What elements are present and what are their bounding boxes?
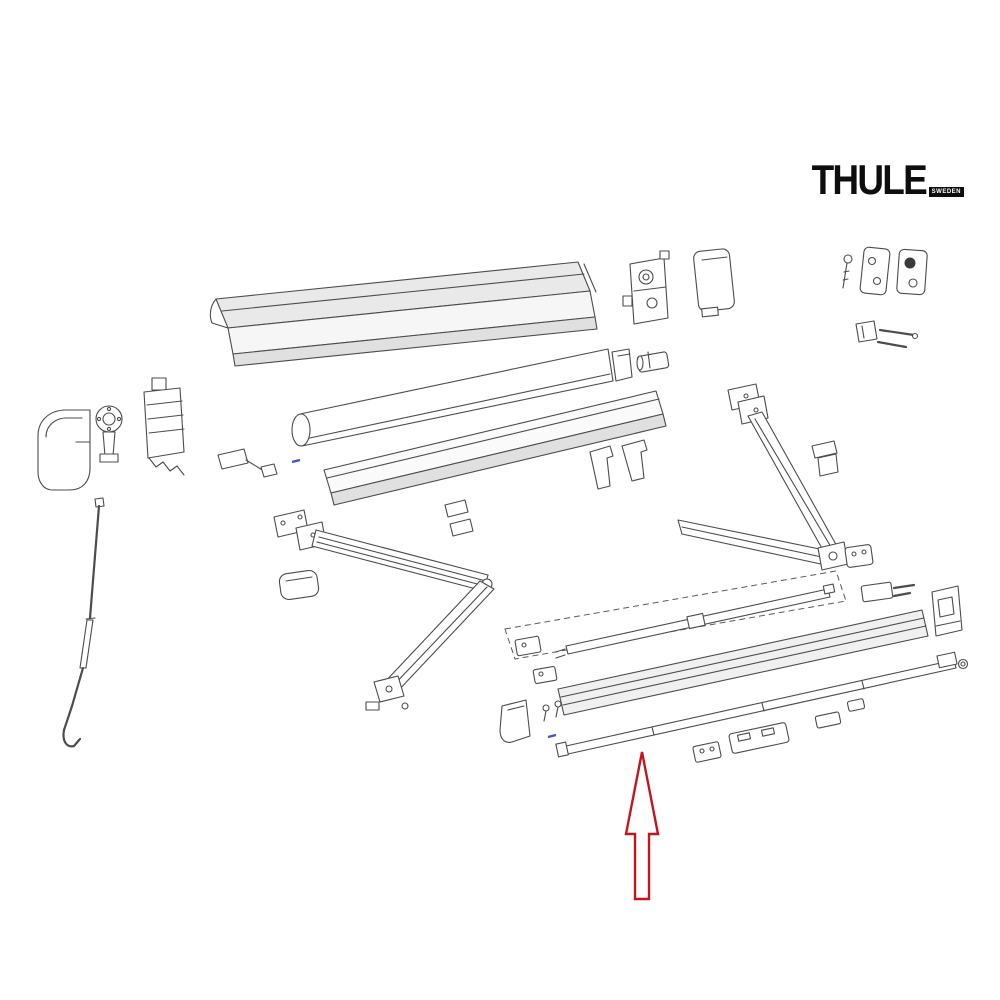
support-block-a <box>844 544 874 568</box>
left-spring-arm <box>273 509 495 711</box>
thule-logo: THULE SWEDEN <box>796 156 964 203</box>
thule-logo-text: THULE <box>811 156 927 203</box>
rail-clip-left <box>217 448 278 478</box>
knob-bracket <box>95 405 123 463</box>
roller-coupler <box>636 351 670 373</box>
cassette-top-profile <box>209 261 598 367</box>
clip-right <box>811 440 839 477</box>
clip-pair-b <box>589 439 648 490</box>
fastener-set <box>842 246 928 296</box>
rail-clip-c <box>814 698 866 729</box>
lead-rail-profile <box>557 609 929 716</box>
rail-mounting-plate <box>728 722 790 754</box>
roller-tube <box>291 348 633 447</box>
clip-pair-a <box>444 499 474 537</box>
right-spring-arm <box>677 383 849 571</box>
annotation-arrow <box>624 751 660 901</box>
support-block-c <box>514 635 542 657</box>
tension-rafter <box>504 570 847 660</box>
end-cap-right <box>931 585 963 637</box>
small-screws <box>542 700 562 722</box>
part-number-markers <box>291 458 557 739</box>
thule-logo-subtext: SWEDEN <box>928 186 964 197</box>
arm-end-cover <box>278 569 320 601</box>
lead-rail-end-cap <box>499 699 531 743</box>
motor-cover <box>693 248 735 318</box>
support-block-b <box>860 581 916 603</box>
crank-handle <box>62 497 105 748</box>
rail-slider <box>692 741 722 763</box>
gear-drive <box>622 250 670 325</box>
left-end-cover <box>37 409 91 491</box>
front-cover-profile <box>323 390 667 506</box>
support-block-d <box>532 665 558 685</box>
bottom-rail <box>555 651 969 758</box>
wall-bracket-left <box>143 377 185 476</box>
clevis-pins <box>855 320 919 349</box>
